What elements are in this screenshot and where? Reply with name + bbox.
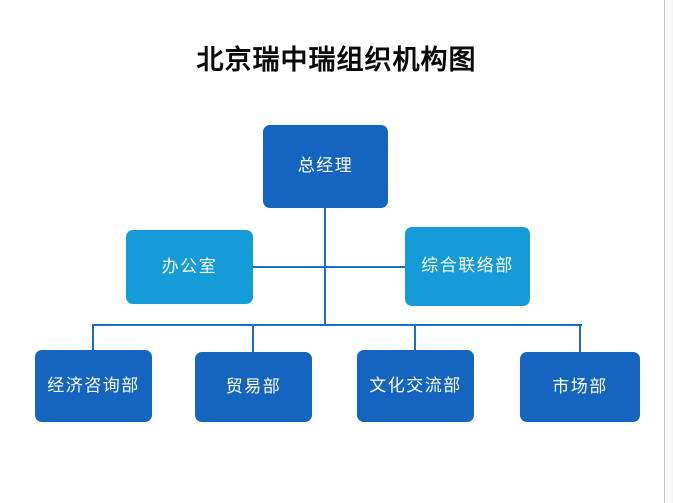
org-node-economic-consulting[interactable]: 经济咨询部 bbox=[35, 350, 152, 422]
page-edge-line bbox=[664, 0, 665, 503]
connector-drop-economic-consulting bbox=[92, 324, 94, 351]
connector-drop-cultural-exchange bbox=[414, 324, 416, 351]
org-node-trade[interactable]: 贸易部 bbox=[195, 352, 312, 422]
connector-drop-trade bbox=[252, 324, 254, 353]
org-node-general-manager-label: 总经理 bbox=[297, 156, 354, 177]
connector-level3-bus bbox=[93, 324, 582, 326]
org-node-marketing[interactable]: 市场部 bbox=[520, 352, 640, 422]
org-node-economic-consulting-label: 经济咨询部 bbox=[47, 375, 140, 396]
org-node-liaison-label: 综合联络部 bbox=[421, 256, 514, 277]
page-title: 北京瑞中瑞组织机构图 bbox=[196, 45, 477, 76]
connector-drop-marketing bbox=[579, 324, 581, 353]
org-node-general-manager[interactable]: 总经理 bbox=[263, 125, 388, 208]
org-node-marketing-label: 市场部 bbox=[552, 376, 608, 397]
org-node-trade-label: 贸易部 bbox=[225, 376, 282, 397]
org-node-liaison[interactable]: 综合联络部 bbox=[405, 227, 530, 306]
org-node-office[interactable]: 办公室 bbox=[126, 230, 253, 304]
org-node-office-label: 办公室 bbox=[161, 256, 218, 277]
org-node-cultural-exchange[interactable]: 文化交流部 bbox=[357, 350, 474, 422]
page-edge-shadow bbox=[665, 0, 673, 503]
org-node-cultural-exchange-label: 文化交流部 bbox=[369, 375, 462, 396]
connector-level2-horizontal bbox=[189, 266, 461, 268]
